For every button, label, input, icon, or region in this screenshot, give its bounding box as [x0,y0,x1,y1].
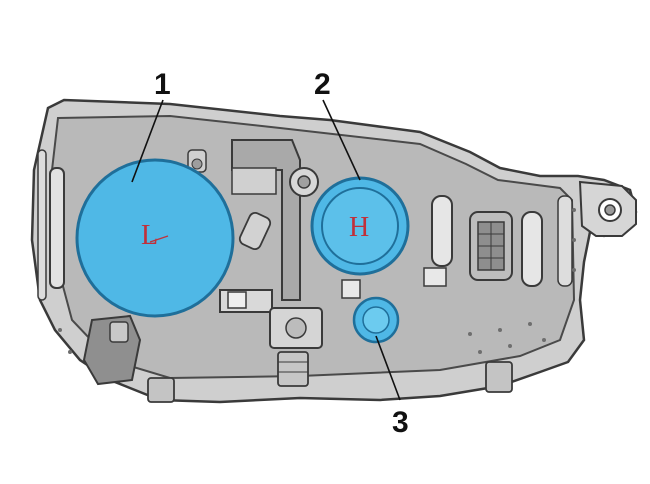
callout-2: 2 [314,68,331,101]
rib [49,167,65,289]
lower-tab [485,361,513,393]
low-beam-cap-body [75,158,235,318]
side-slot [557,195,573,287]
small-adjuster [187,149,207,173]
vent-slot [521,211,543,287]
leader-line-1 [131,99,164,183]
lower-left-bracket [82,314,142,386]
bulb-3-socket [352,296,400,344]
lower-adjuster [269,307,323,387]
low-beam-cap-letter: L [141,220,158,251]
frame-block [231,167,277,195]
low-beam-cap: L [75,158,235,318]
pad [423,267,447,287]
high-beam-cap-letter: H [349,212,369,243]
leader-line-2 [322,99,361,181]
callout-3: 3 [392,406,409,439]
side-bulb-socket [238,212,272,250]
lower-tab [147,377,175,403]
surface-texture [58,208,576,354]
bulb-3-socket-core [362,306,390,334]
pad [227,291,247,309]
callout-1: 1 [154,68,171,101]
aim-adjuster [289,167,319,197]
high-beam-cap-body [321,187,399,265]
pad [341,279,361,299]
leader-line-3 [375,335,401,401]
vent-slot [431,195,453,267]
leader-lines [131,99,401,401]
high-beam-cap: H [310,176,410,276]
electrical-connector [469,211,513,281]
rib [37,149,47,301]
